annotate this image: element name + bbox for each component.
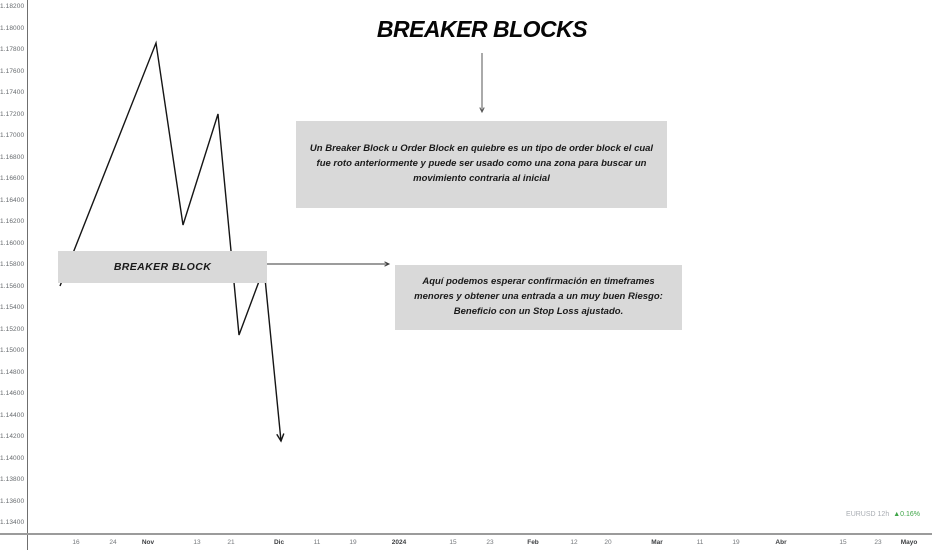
confirmation-note[interactable]: Aquí podemos esperar confirmación en tim… [395,265,682,330]
breaker-block-label: BREAKER BLOCK [113,261,212,273]
time-tick-label: 15 [449,539,457,546]
price_path[interactable] [59,40,282,442]
time-tick-label: 16 [72,539,80,546]
time-tick-label: 13 [193,539,201,546]
price-tick-label: 1.13600 [0,497,25,505]
price-tick-label: 1.15200 [0,325,25,333]
time-tick-label: 11 [313,539,321,546]
time-tick-label: Mayo [900,539,918,546]
definition-note[interactable]: Un Breaker Block u Order Block en quiebr… [296,121,667,208]
price-tick-label: 1.17200 [0,110,25,118]
time-tick-label: Feb [527,539,539,546]
price-tick-label: 1.18200 [0,3,25,10]
price-tick-label: 1.13800 [0,476,25,483]
definition-note-text: Un Breaker Block u Order Block en quiebr… [309,143,654,184]
price-tick-label: 1.17800 [0,46,25,53]
time-tick-label: 24 [109,539,117,546]
price-tick-label: 1.14600 [0,390,25,397]
price-tick-label: 1.15400 [0,304,25,311]
time-tick-label: 23 [486,539,494,546]
symbol-watermark: EURUSD 12h ▲0.16% [846,510,920,519]
price-tick-label: 1.14000 [0,454,25,462]
price-tick-label: 1.17000 [0,132,25,139]
time-tick-label: 2024 [391,539,407,546]
price-tick-label: 1.15800 [0,261,25,268]
time-tick-label: 23 [874,539,882,546]
title_arrow-arrowhead-icon [479,107,485,114]
price-tick-label: 1.13400 [0,519,25,526]
page-title[interactable]: BREAKER BLOCKS [376,16,588,42]
confirmation-note-text: Aquí podemos esperar confirmación en tim… [414,276,663,317]
time-axis-line [0,533,932,535]
price-tick-label: 1.16600 [0,175,25,182]
price-axis-line [27,0,28,550]
price-tick-label: 1.14800 [0,368,25,376]
change-badge: ▲0.16% [893,511,920,518]
time-tick-label: 20 [604,539,612,546]
time-tick-label: Dic [273,539,285,546]
price-tick-label: 1.15000 [0,347,25,354]
time-tick-label: 15 [839,539,847,546]
price-tick-label: 1.14400 [0,411,25,419]
price-tick-label: 1.18000 [0,24,25,32]
price_path-arrowhead-icon [276,433,285,443]
price-tick-label: 1.16800 [0,153,25,161]
pointer_arrow-arrowhead-icon [384,261,391,267]
time-tick-label: 19 [732,539,740,546]
breaker-block-zone[interactable]: BREAKER BLOCK [58,251,267,283]
time-tick-label: Mar [651,539,663,546]
time-tick-label: 12 [570,539,578,546]
price-tick-label: 1.15600 [0,282,25,290]
price-tick-label: 1.17400 [0,89,25,96]
price-tick-label: 1.16200 [0,218,25,225]
time-tick-label: Nov [141,539,155,546]
symbol-timeframe-label: EURUSD 12h [846,511,890,518]
time-tick-label: 19 [349,539,357,546]
price-tick-label: 1.16400 [0,196,25,204]
time-tick-label: Abr [775,539,787,546]
time-tick-label: 11 [696,539,704,546]
price-tick-label: 1.16000 [0,239,25,247]
price-tick-label: 1.14200 [0,433,25,440]
time-tick-label: 21 [227,539,235,546]
price-tick-label: 1.17600 [0,67,25,75]
